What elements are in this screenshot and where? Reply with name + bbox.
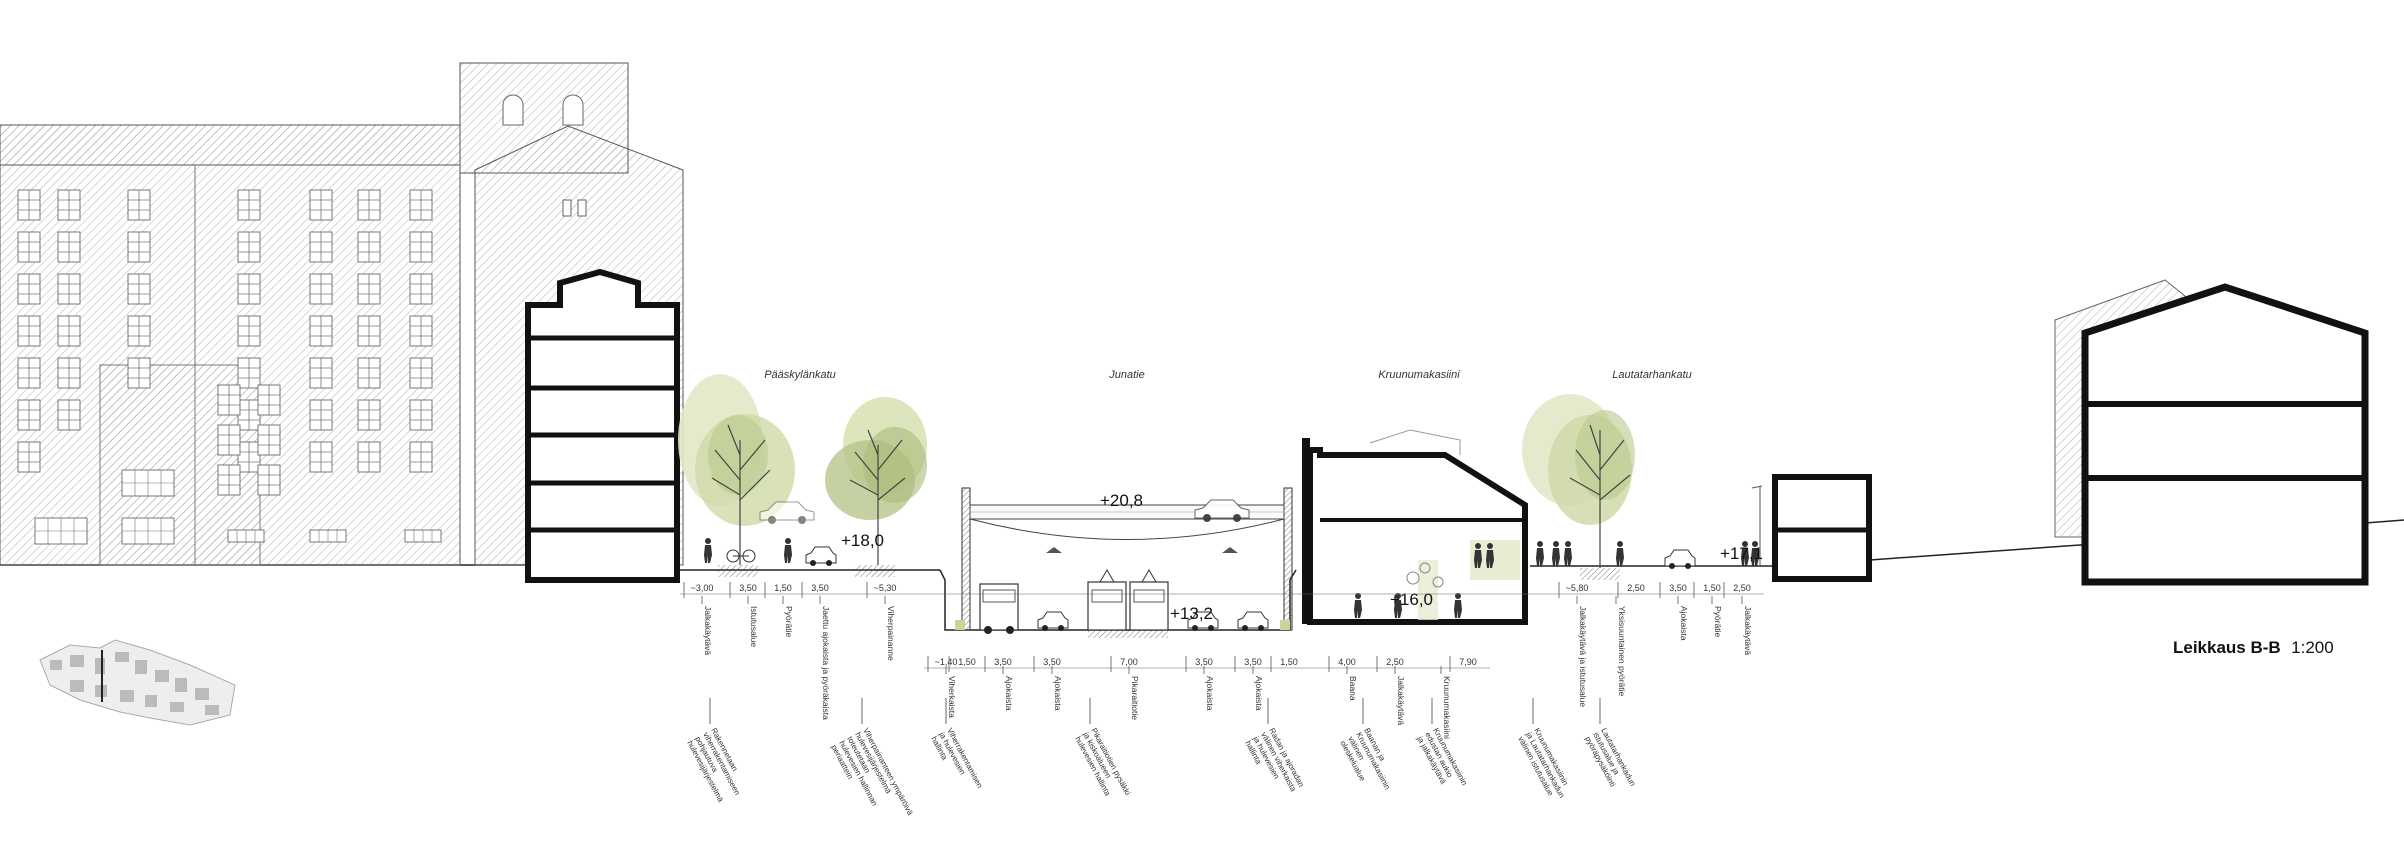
elevation-labels: +20,8 +18,0 +13,2 +16,0 +17,1	[841, 491, 1763, 623]
lane-labels-upper: Jalkakäytävä Istutusalue Pyörätie Jaettu aj…	[701, 596, 1753, 720]
dimension-value: 4,00	[1338, 657, 1356, 667]
dimension-value: 3,50	[811, 583, 829, 593]
lane-label: Jaettu ajokaista ja pyöräkaista	[821, 606, 831, 720]
street-name: Junatie	[1108, 369, 1144, 381]
dimension-value: 2,50	[1386, 657, 1404, 667]
elevation-label: +13,2	[1170, 604, 1213, 623]
dimension-value: 3,50	[1043, 657, 1061, 667]
dimension-value: 3,50	[739, 583, 757, 593]
dimension-value: 7,90	[1459, 657, 1477, 667]
lane-label: Jalkakäytävä	[1743, 606, 1753, 655]
lane-label: Viherkaista	[947, 676, 957, 718]
section-title-name: Leikkaus B-B	[2173, 638, 2281, 657]
lane-label: Ajokaista	[1254, 676, 1264, 711]
section-building-right	[2054, 279, 2369, 586]
trees-lautatarhankatu	[1522, 394, 1763, 580]
street-life-left	[704, 501, 837, 567]
dimension-value: 1,50	[1280, 657, 1298, 667]
lane-label: Jalkakäytävä	[703, 606, 713, 655]
dimension-value: 3,50	[1244, 657, 1262, 667]
street-name: Pääskylänkatu	[764, 369, 836, 381]
section-building-left	[525, 268, 680, 583]
elevation-label: +16,0	[1390, 590, 1433, 609]
site-key-plan	[39, 639, 236, 726]
street-names: Pääskylänkatu Junatie Kruunumakasiini Lauta…	[764, 369, 1692, 381]
lane-label: Pyörätie	[784, 606, 794, 637]
section-title: Leikkaus B-B 1:200	[2173, 638, 2334, 657]
lane-label: Pyörätie	[1713, 606, 1723, 637]
lane-label: Viherpainanne	[886, 606, 896, 661]
street-name: Kruunumakasiini	[1378, 369, 1460, 381]
lane-label: Yksisuuntainen pyörätie	[1617, 606, 1627, 697]
lane-labels-lower: Viherkaista Ajokaista Ajokaista Pikaraitiot…	[945, 666, 1452, 739]
dimension-value: 1,50	[774, 583, 792, 593]
dimension-value: 3,50	[994, 657, 1012, 667]
annotation-note: Baanan jaKruunumakasiininvälinenoleskelu…	[1338, 726, 1392, 791]
annotation-note: Viherpainanteen ympäröivähulevesijärjest…	[829, 726, 915, 817]
dimension-row-upper: ~3,00 3,50 1,50 3,50 ~5,30 ~5,80 2,50 3,50 1,50 2…	[680, 582, 1764, 598]
lane-label: Jalkakäytävä ja istutusalue	[1578, 606, 1588, 707]
dimension-value: ~3,00	[691, 583, 714, 593]
dimension-value: 1,50	[1703, 583, 1721, 593]
trees-paaskylankatu	[678, 374, 927, 577]
lane-label: Jalkakäytävä	[1396, 676, 1406, 725]
elevation-label: +20,8	[1100, 491, 1143, 510]
section-building-mid-right	[1772, 474, 1872, 582]
elevation-label: +17,1	[1720, 544, 1763, 563]
junatie-bridge	[961, 487, 1293, 631]
dimension-value: 1,50	[958, 657, 976, 667]
annotation-note-line: Viherpainanteen ympäröivä	[861, 726, 915, 817]
lane-label: Ajokaista	[1679, 606, 1689, 641]
lane-label: Ajokaista	[1004, 676, 1014, 711]
lane-label: Ajokaista	[1205, 676, 1215, 711]
kruunumakasiini-building	[1302, 429, 1528, 625]
elevation-label: +18,0	[841, 531, 884, 550]
lane-label: Baana	[1348, 676, 1358, 701]
junatie-lower-street	[955, 569, 1290, 638]
dimension-value: 2,50	[1627, 583, 1645, 593]
dimension-value: 3,50	[1195, 657, 1213, 667]
dimension-value: 2,50	[1733, 583, 1751, 593]
section-scale: 1:200	[2291, 638, 2334, 657]
dimension-value: 3,50	[1669, 583, 1687, 593]
lane-label: Ajokaista	[1053, 676, 1063, 711]
dimension-value: ~1,40	[935, 657, 958, 667]
lane-label: Istutusalue	[749, 606, 759, 647]
lane-label: Kruunumakasiini	[1442, 676, 1452, 739]
lane-label: Pikaraitiotie	[1130, 676, 1140, 720]
annotation-note: Rakennetaanviherrakentamiseenpohjautuvah…	[685, 726, 742, 803]
dimension-value: ~5,80	[1566, 583, 1589, 593]
dimension-value: ~5,30	[874, 583, 897, 593]
street-name: Lautatarhankatu	[1612, 369, 1692, 381]
dimension-value: 7,00	[1120, 657, 1138, 667]
